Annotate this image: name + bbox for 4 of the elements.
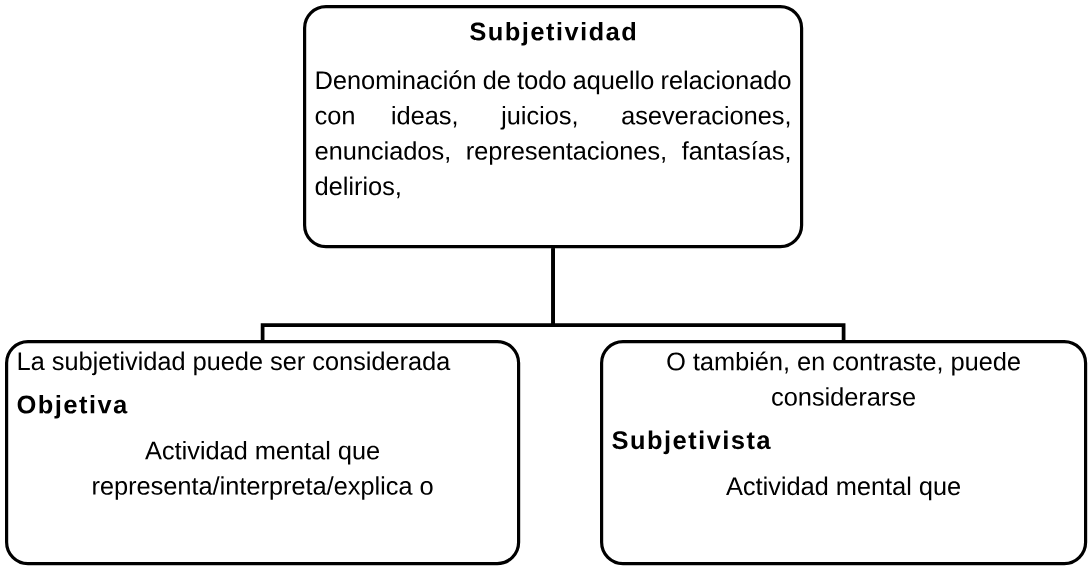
- rounded-box: O también, en contraste, puede considerarse Subjetivista Actividad mental que: [600, 340, 1088, 566]
- rounded-box: Subjetividad Denominación de todo aquello relacionado con ideas, juicios, aseveraciones, enunciados, representaciones, fantasías, delirios,: [303, 5, 804, 249]
- connector-line: [551, 248, 846, 340]
- rounded-box: La subjetividad puede ser considerada Objetiva Actividad mental que representa/interpreta/explica o: [5, 340, 521, 566]
